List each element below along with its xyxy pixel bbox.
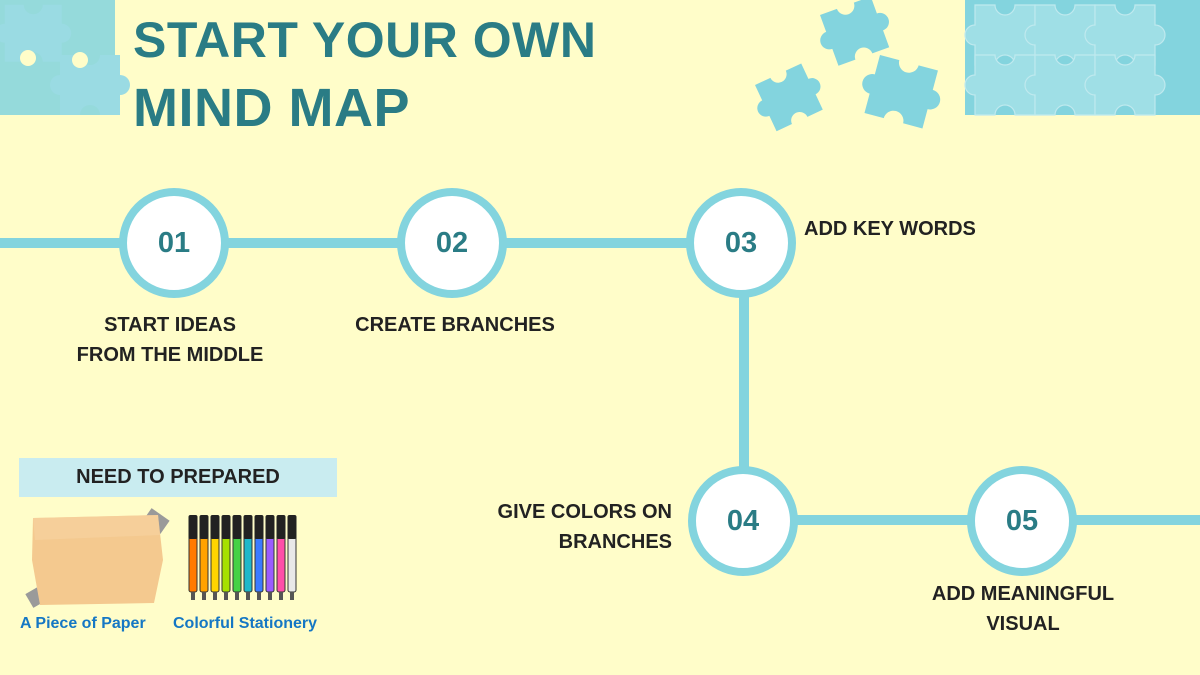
marker-cap (287, 515, 297, 539)
marker-tip (279, 592, 283, 600)
step-label-01: START IDEAS FROM THE MIDDLE (76, 314, 264, 366)
marker-tip (246, 592, 250, 600)
marker-tip (235, 592, 239, 600)
step-circle-05: 05 (967, 466, 1077, 576)
puzzle-icon-topleft (0, 0, 130, 115)
stationery-caption: Colorful Stationery (173, 615, 318, 632)
marker-tip (213, 592, 217, 600)
marker-cap (276, 515, 286, 539)
marker-tip (202, 592, 206, 600)
step-circle-01: 01 (119, 188, 229, 298)
step-circle-04: 04 (688, 466, 798, 576)
marker-cap (254, 515, 264, 539)
markers-icon (188, 515, 297, 600)
step-number: 04 (726, 504, 760, 537)
step-label-04: GIVE COLORS ON BRANCHES (497, 501, 672, 553)
marker-tip (257, 592, 261, 600)
step-circle-03: 03 (686, 188, 796, 298)
marker-tip (224, 592, 228, 600)
marker-cap (188, 515, 198, 539)
step-number: 03 (724, 226, 758, 259)
marker-cap (232, 515, 242, 539)
step-label-03: ADD KEY WORDS (804, 218, 976, 240)
marker-cap (221, 515, 231, 539)
marker-cap (210, 515, 220, 539)
step-number: 05 (1005, 504, 1039, 537)
marker-tip (191, 592, 195, 600)
step-number: 01 (157, 226, 191, 259)
paper-caption: A Piece of Paper (20, 615, 146, 632)
puzzle-icon-topright (747, 0, 1200, 135)
marker-tip (290, 592, 294, 600)
marker-cap (243, 515, 253, 539)
prepare-heading: NEED TO PREPARED (19, 458, 337, 497)
marker-cap (199, 515, 209, 539)
step-label-02: CREATE BRANCHES (355, 314, 555, 336)
marker-tip (268, 592, 272, 600)
paper-icon (25, 508, 170, 608)
page-title: START YOUR OWN MIND MAP (133, 12, 597, 138)
step-number: 02 (435, 226, 469, 259)
step-circle-02: 02 (397, 188, 507, 298)
step-label-05: ADD MEANINGFUL VISUAL (931, 583, 1115, 635)
marker-cap (265, 515, 275, 539)
